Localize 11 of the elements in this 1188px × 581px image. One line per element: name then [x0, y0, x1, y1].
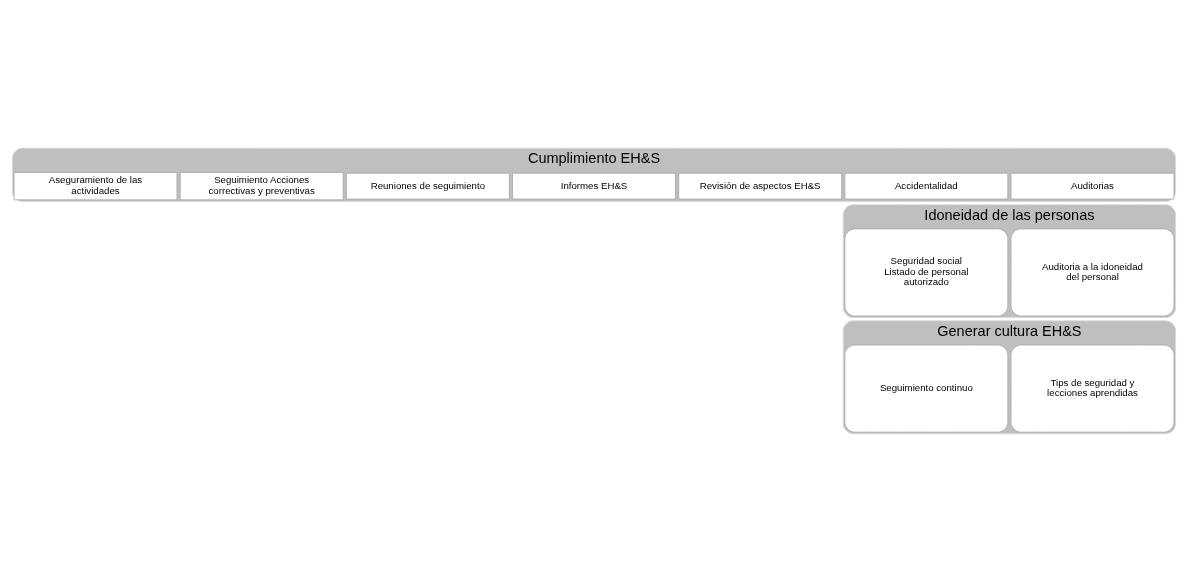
node-box: Seguimiento Acciones correctivas y preventivas — [179, 171, 344, 200]
node-box: Aseguramiento de las actividades — [13, 171, 178, 200]
node-box: Auditorias — [1010, 172, 1175, 199]
node-box: Seguridad social Listado de personal autorizado — [844, 228, 1009, 316]
node-box: Seguimiento continuo — [844, 344, 1009, 433]
node-box: Reuniones de seguimiento — [345, 172, 510, 199]
node-box: Revisión de aspectos EH&S — [678, 172, 843, 199]
node-box: Informes EH&S — [512, 172, 676, 199]
node-box: Accidentalidad — [844, 172, 1009, 199]
node-box: Auditoria a la idoneidad del personal — [1010, 228, 1175, 316]
node-box: Tips de seguridad y lecciones aprendidas — [1010, 344, 1175, 433]
